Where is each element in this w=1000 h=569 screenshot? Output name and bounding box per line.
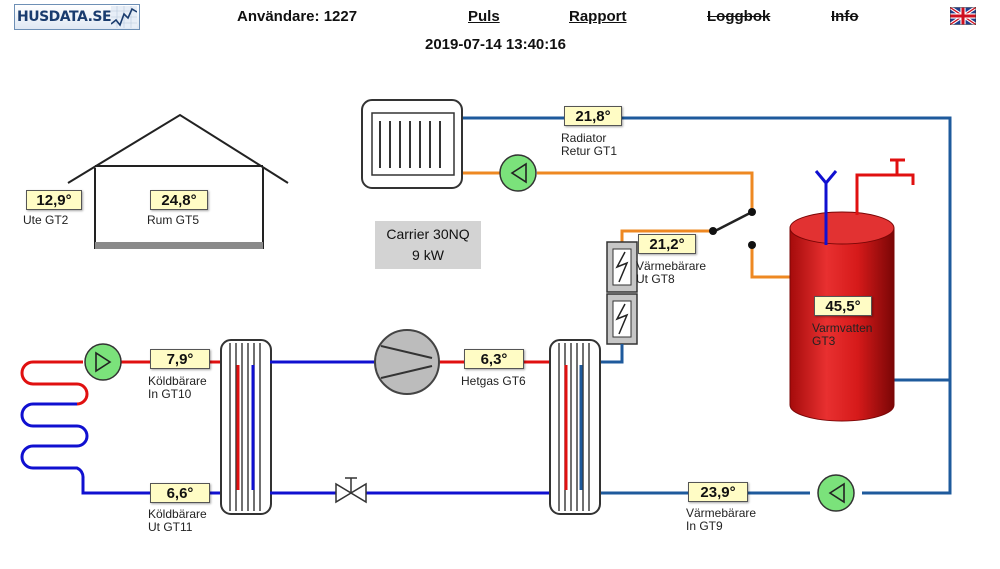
sensor-label-hetgas-gt6: Hetgas GT6 xyxy=(461,374,526,388)
heating-supply-pipe xyxy=(462,171,800,279)
radiator-icon xyxy=(361,99,463,189)
house-icon xyxy=(67,113,289,249)
sensor-value-koldbarare-in-gt10[interactable]: 7,9° xyxy=(150,349,210,369)
heat-pump-model: Carrier 30NQ xyxy=(386,226,470,242)
nav-loggbok[interactable]: Loggbok xyxy=(707,8,771,25)
evaporator-internal-pipe-front xyxy=(236,365,255,490)
sensor-value-varmebarare-in-gt9[interactable]: 23,9° xyxy=(688,482,748,502)
user-label: Användare: 1227 xyxy=(237,8,358,25)
sensor-label-varmebarare-ut-gt8: Värmebärare Ut GT8 xyxy=(636,259,707,286)
top-bar: HUSDATA.SE Användare: 1227 Puls Rapport … xyxy=(0,0,1000,34)
sensor-value-hetgas-gt6[interactable]: 6,3° xyxy=(464,349,524,369)
logo-graph-icon xyxy=(111,6,137,28)
sensor-value-varmvatten-gt3[interactable]: 45,5° xyxy=(814,296,872,316)
nav-info[interactable]: Info xyxy=(831,8,859,25)
uk-flag-icon[interactable] xyxy=(950,7,976,25)
sensor-value-koldbarare-ut-gt11[interactable]: 6,6° xyxy=(150,483,210,503)
expansion-valve-icon xyxy=(335,477,367,504)
evaporator-heat-exchanger-icon xyxy=(220,339,272,515)
condenser-internal-pipe-front xyxy=(564,365,583,490)
sensor-label-koldbarare-in-gt10: Köldbärare In GT10 xyxy=(148,374,207,401)
sensor-label-radiator-retur-gt1: Radiator Retur GT1 xyxy=(561,131,618,158)
logo-text: HUSDATA.SE xyxy=(17,9,112,25)
nav-puls[interactable]: Puls xyxy=(468,8,500,25)
heat-pump-power: 9 kW xyxy=(412,247,444,263)
three-way-valve xyxy=(709,208,756,249)
sensor-value-varmebarare-ut-gt8[interactable]: 21,2° xyxy=(638,234,696,254)
radiator-circulation-pump-icon xyxy=(499,154,537,192)
sensor-value-radiator-retur-gt1[interactable]: 21,8° xyxy=(564,106,622,126)
condenser-heat-exchanger-icon xyxy=(549,339,601,515)
heating-circulation-pump-icon xyxy=(817,474,855,512)
husdata-logo[interactable]: HUSDATA.SE xyxy=(14,4,140,30)
house-foundation xyxy=(95,242,263,249)
sensor-value-ute-gt2[interactable]: 12,9° xyxy=(26,190,82,210)
sensor-label-varmebarare-in-gt9: Värmebärare In GT9 xyxy=(686,506,757,533)
sensor-value-rum-gt5[interactable]: 24,8° xyxy=(150,190,208,210)
nav-rapport[interactable]: Rapport xyxy=(569,8,627,25)
timestamp: 2019-07-14 13:40:16 xyxy=(425,36,566,53)
compressor-icon xyxy=(374,329,440,395)
sensor-label-ute-gt2: Ute GT2 xyxy=(23,213,69,227)
electric-heater-icon xyxy=(606,241,638,345)
brine-pump-icon xyxy=(84,343,122,381)
hot-water-tank-icon xyxy=(789,158,915,422)
sensor-label-koldbarare-ut-gt11: Köldbärare Ut GT11 xyxy=(148,507,207,534)
heat-pump-model-box: Carrier 30NQ 9 kW xyxy=(375,221,481,269)
sensor-label-rum-gt5: Rum GT5 xyxy=(147,213,200,227)
sensor-label-varmvatten-gt3: Varmvatten GT3 xyxy=(812,321,873,348)
